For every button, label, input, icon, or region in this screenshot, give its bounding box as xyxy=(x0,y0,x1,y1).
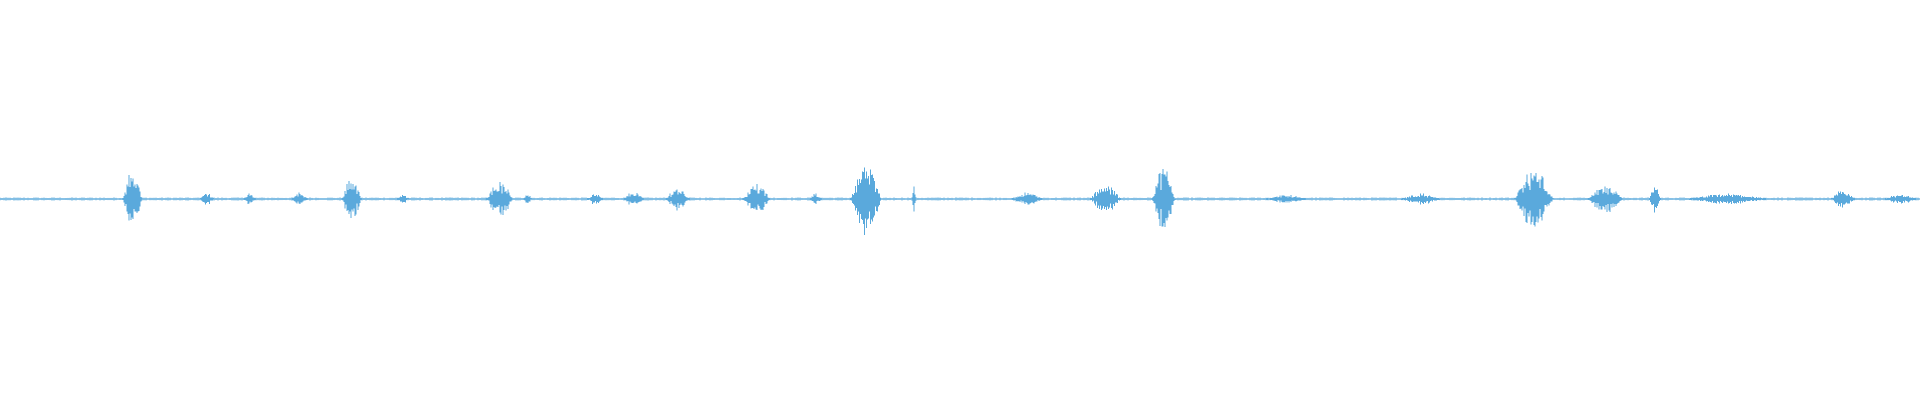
waveform-burst-2 xyxy=(200,194,215,205)
waveform-burst-16 xyxy=(1011,192,1043,205)
waveform-burst-23 xyxy=(1648,187,1661,213)
waveform-burst-26 xyxy=(1884,195,1916,204)
waveform-burst-12 xyxy=(742,183,770,211)
waveform-burst-15 xyxy=(911,186,916,212)
waveform-burst-22 xyxy=(1587,186,1623,213)
waveform-bursts xyxy=(0,167,1919,235)
waveform-burst-19 xyxy=(1266,195,1306,203)
waveform-burst-6 xyxy=(396,195,409,203)
waveform-burst-10 xyxy=(623,193,644,205)
waveform-burst-1 xyxy=(122,174,143,221)
waveform-burst-20 xyxy=(1401,193,1441,205)
waveform-burst-8 xyxy=(523,195,532,203)
waveform-burst-9 xyxy=(587,194,603,204)
waveform-burst-7 xyxy=(485,181,513,216)
waveform-burst-18 xyxy=(1151,169,1176,227)
waveform-burst-21 xyxy=(1514,173,1554,227)
waveform-burst-13 xyxy=(809,193,822,204)
waveform-burst-5 xyxy=(341,181,362,218)
waveform-burst-24 xyxy=(1689,193,1767,205)
waveform-burst-3 xyxy=(243,193,256,205)
waveform-burst-4 xyxy=(291,192,308,204)
waveform-burst-25 xyxy=(1831,191,1856,208)
waveform-burst-11 xyxy=(665,189,690,211)
waveform-burst-17 xyxy=(1090,186,1122,210)
waveform-burst-14 xyxy=(850,167,882,235)
